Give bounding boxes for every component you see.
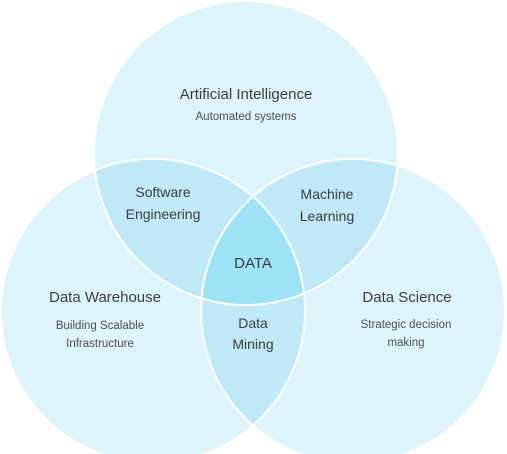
overlap-center [201, 159, 305, 305]
set-subtitle-data-warehouse-line2: Infrastructure [66, 338, 134, 350]
set-subtitle-data-science-line2: making [387, 337, 424, 349]
overlap-label-mining-line2: Mining [232, 336, 273, 352]
overlap-label-machine-line1: Machine [301, 186, 354, 202]
set-title-data-science: Data Science [362, 289, 451, 306]
set-title-artificial-intelligence: Artificial Intelligence [180, 86, 313, 103]
overlap-label-software-line2: Engineering [126, 206, 201, 222]
set-title-data-warehouse: Data Warehouse [49, 289, 161, 306]
set-subtitle-artificial-intelligence: Automated systems [196, 111, 297, 123]
overlap-label-software-line1: Software [135, 184, 190, 200]
overlap-label-machine-line2: Learning [300, 208, 355, 224]
set-subtitle-data-science-line1: Strategic decision [361, 319, 452, 331]
set-subtitle-data-warehouse-line1: Building Scalable [56, 320, 144, 332]
overlap-label-mining-line1: Data [238, 315, 268, 331]
center-label-data: DATA [234, 255, 272, 272]
